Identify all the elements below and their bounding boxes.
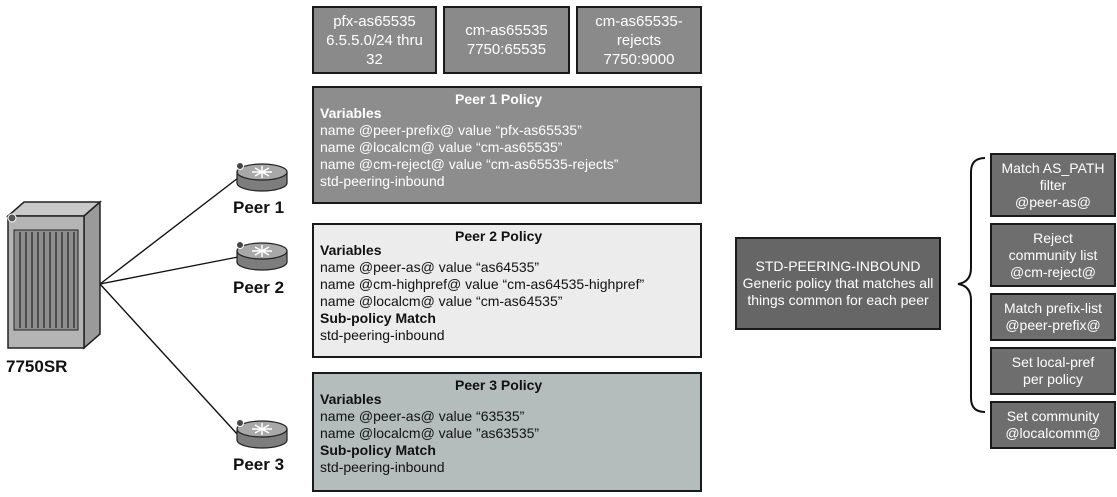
prefix-list-box: pfx-as65535 6.5.5.0/24 thru 32 <box>312 6 437 74</box>
reject-community-line: rejects <box>616 31 662 49</box>
policy-line: std-peering-inbound <box>320 459 445 475</box>
right-box-line: Set local-pref <box>1011 354 1095 370</box>
set-local-pref-box: Set local-pref per policy <box>990 347 1116 395</box>
right-box-line: community list <box>1008 246 1098 263</box>
prefix-list-line: 6.5.5.0/24 thru <box>326 31 423 49</box>
std-policy-title: STD-PEERING-INBOUND <box>755 258 921 274</box>
brace-shape <box>957 157 986 413</box>
reject-community-box: cm-as65535- rejects 7750:9000 <box>576 6 702 74</box>
right-box-line: @cm-reject@ <box>1010 263 1096 280</box>
link-peer2 <box>99 256 239 285</box>
policy-line: name @peer-prefix@ value “pfx-as65535” <box>320 122 582 138</box>
policy-title: Peer 2 Policy <box>455 228 543 244</box>
policy-title: Peer 1 Policy <box>455 91 543 107</box>
variables-heading: Variables <box>320 391 382 407</box>
reject-community-line: cm-as65535- <box>595 12 683 30</box>
policy-line: name @localcm@ value “cm-as64535” <box>320 293 563 309</box>
peer-label-1: Peer 1 <box>233 198 285 217</box>
peer1-policy-box: Peer 1 Policy Variables name @peer-prefi… <box>312 86 702 204</box>
right-box-line: Match prefix-list <box>1003 300 1103 316</box>
right-box-line: per policy <box>1023 371 1083 387</box>
peer2-policy-box: Peer 2 Policy Variables name @peer-as@ v… <box>312 223 702 358</box>
policy-line: std-peering-inbound <box>320 173 445 189</box>
router-icon-peer2 <box>236 241 288 271</box>
right-box-line: Set community <box>1006 408 1100 424</box>
std-policy-line: things common for each peer <box>747 292 929 308</box>
chassis-icon <box>6 200 102 350</box>
link-peer3 <box>99 283 239 436</box>
policy-line: std-peering-inbound <box>320 327 445 343</box>
router-icon-peer3 <box>236 419 288 449</box>
variables-heading: Variables <box>320 242 382 258</box>
right-box-line: Reject <box>1033 229 1073 246</box>
policy-line: name @localcm@ value ”as63535” <box>320 425 540 441</box>
link-peer1 <box>99 177 239 285</box>
right-box-line: @localcomm@ <box>1005 425 1101 441</box>
policy-line: name @peer-as@ value “63535” <box>320 408 525 424</box>
set-community-box: Set community @localcomm@ <box>990 401 1116 449</box>
device-label: 7750SR <box>6 357 68 376</box>
community-line: cm-as65535 <box>465 22 548 39</box>
reject-community-line: 7750:9000 <box>603 50 675 68</box>
community-box: cm-as65535 7750:65535 <box>443 6 570 74</box>
match-as-path-box: Match AS_PATH filter @peer-as@ <box>990 153 1116 217</box>
match-prefix-list-box: Match prefix-list @peer-prefix@ <box>990 293 1116 341</box>
reject-community-list-box: Reject community list @cm-reject@ <box>990 223 1116 287</box>
peer-label-3: Peer 3 <box>233 455 285 474</box>
right-box-line: filter <box>1039 176 1067 193</box>
std-peering-inbound-box: STD-PEERING-INBOUND Generic policy that … <box>735 237 941 330</box>
community-line: 7750:65535 <box>466 41 547 58</box>
policy-line: name @cm-highpref@ value “cm-as64535-hig… <box>320 276 645 292</box>
right-box-line: @peer-as@ <box>1015 193 1091 210</box>
policy-title: Peer 3 Policy <box>455 377 543 393</box>
sub-policy-heading: Sub-policy Match <box>320 442 436 458</box>
prefix-list-line: 32 <box>366 50 383 68</box>
right-box-line: @peer-prefix@ <box>1005 317 1101 333</box>
peer-label-2: Peer 2 <box>233 278 285 297</box>
peer3-policy-box: Peer 3 Policy Variables name @peer-as@ v… <box>312 372 702 492</box>
policy-line: name @peer-as@ value “as64535” <box>320 259 540 275</box>
policy-line: name @localcm@ value “cm-as65535” <box>320 139 563 155</box>
policy-line: name @cm-reject@ value “cm-as65535-rejec… <box>320 156 619 172</box>
std-policy-line: Generic policy that matches all <box>742 275 934 291</box>
sub-policy-heading: Sub-policy Match <box>320 310 436 326</box>
right-box-line: Match AS_PATH <box>1001 159 1105 176</box>
router-icon-peer1 <box>236 162 288 192</box>
variables-heading: Variables <box>320 105 382 121</box>
prefix-list-line: pfx-as65535 <box>333 12 416 30</box>
